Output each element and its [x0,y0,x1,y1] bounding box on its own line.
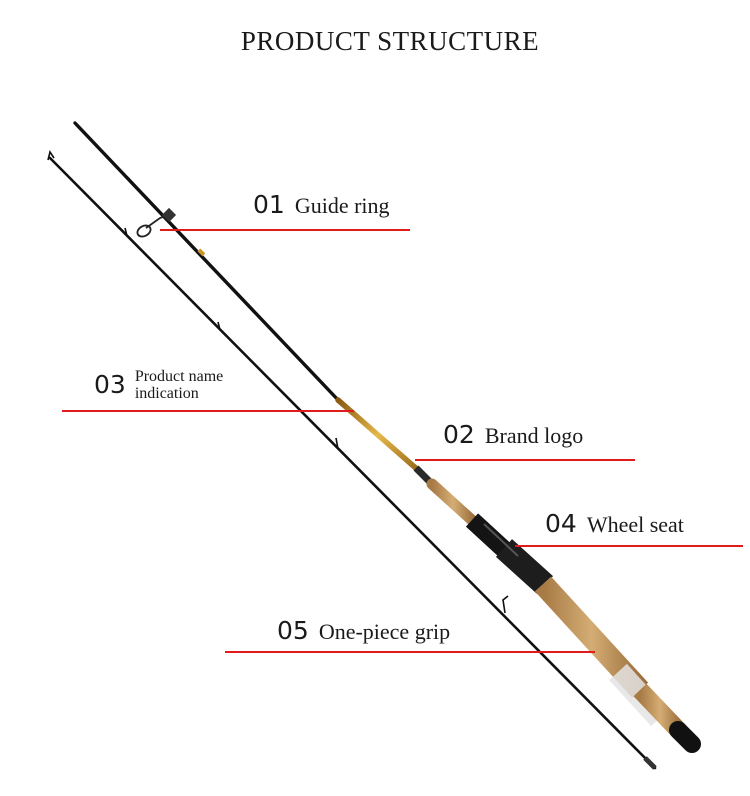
guide-ring-icon [136,207,177,238]
callout-number: 02 [443,420,475,449]
callout-number: 01 [253,190,285,219]
tip-section [47,150,657,770]
callout-number: 04 [545,509,577,538]
butt-section [73,121,701,753]
page-title: PRODUCT STRUCTURE [240,26,540,56]
callout-label: Brand logo [484,423,584,448]
one-piece-grip-icon [534,576,701,753]
callout-brand-logo: 02 Brand logo [443,420,583,449]
callout-label: Wheel seat [586,512,684,537]
callout-line-wheel-seat [515,545,743,547]
callout-number: 05 [277,616,309,645]
wheel-seat-icon [465,513,554,594]
tip-guide-icon [124,227,509,614]
callout-line-product-name [62,410,354,412]
callout-number: 03 [94,370,126,399]
callout-wheel-seat: 04 Wheel seat [545,509,684,538]
callout-product-name: 03 Product name indication [94,368,223,402]
callout-label-line2: indication [134,385,199,402]
callout-line-one-piece-grip [225,651,595,653]
callout-label-line1: Product name [134,368,224,385]
callout-label: Guide ring [294,193,390,218]
callout-line-brand-logo [415,459,635,461]
callout-one-piece-grip: 05 One-piece grip [277,616,450,645]
callout-label: One-piece grip [318,619,451,644]
callout-guide-ring: 01 Guide ring [253,190,390,219]
callout-line-guide-ring [160,229,410,231]
